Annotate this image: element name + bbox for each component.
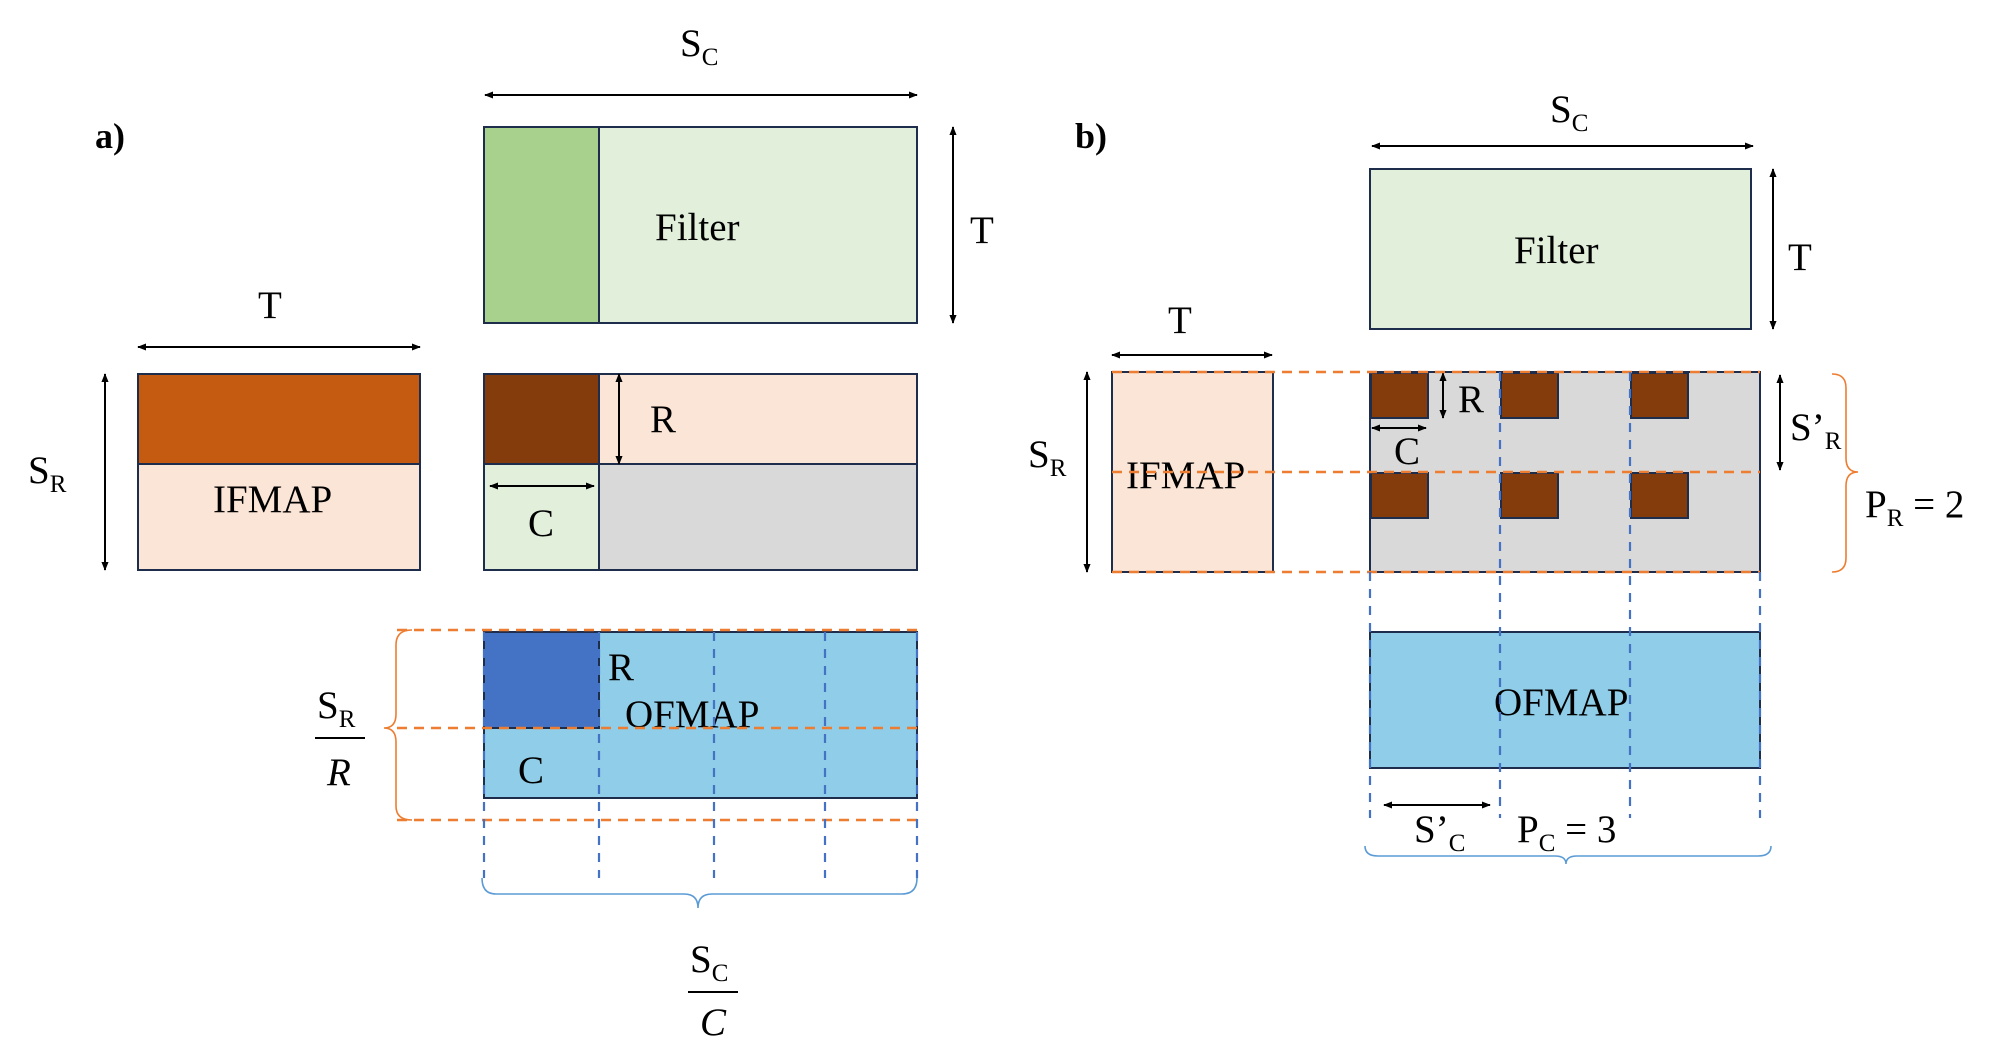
col-frac-numerator: SC xyxy=(690,938,728,987)
array-tile xyxy=(1500,472,1559,519)
row-partition-brace xyxy=(1831,373,1859,573)
row-frac-denominator: R xyxy=(326,751,351,794)
col-partition-brace xyxy=(1364,845,1772,865)
array-active-tile xyxy=(483,373,600,465)
ifmap-label: IFMAP xyxy=(213,478,332,521)
row-frac-numerator: SR xyxy=(317,684,356,733)
sr-prime-label: S’R xyxy=(1790,406,1842,455)
filter-height-label: T xyxy=(970,209,994,252)
sc-prime-label: S’C xyxy=(1414,808,1465,857)
row-count-brace xyxy=(383,629,413,821)
ifmap-active-rows xyxy=(137,373,421,465)
filter-block xyxy=(1369,168,1752,330)
filter-width-label: SC xyxy=(680,22,718,71)
array-tile xyxy=(1630,372,1689,419)
pc-label: PC = 3 xyxy=(1517,808,1616,857)
pr-label: PR = 2 xyxy=(1865,483,1964,532)
panel-a-label: a) xyxy=(95,116,125,156)
array-filter-cols xyxy=(483,463,600,571)
array-tile xyxy=(1370,472,1429,519)
array-tile xyxy=(1370,372,1429,419)
ofmap-c-label: C xyxy=(518,749,544,792)
ifmap-width-label: T xyxy=(258,284,282,327)
panel-b: b) SC Filter T T IFMAP SR R C S’R xyxy=(1028,88,1964,865)
filter-width-label: SC xyxy=(1550,88,1588,137)
tile-cols-label: C xyxy=(528,502,554,545)
ofmap-block xyxy=(1369,631,1761,769)
ofmap-active-tile xyxy=(483,631,600,729)
tile-rows-label: R xyxy=(1458,378,1484,421)
ofmap-label: OFMAP xyxy=(1494,681,1628,724)
filter-active-slice xyxy=(483,126,600,324)
col-count-brace xyxy=(481,877,918,909)
array-tile xyxy=(1630,472,1689,519)
array-tile xyxy=(1500,372,1559,419)
ifmap-height-label: SR xyxy=(1028,433,1067,482)
ifmap-label: IFMAP xyxy=(1126,454,1245,497)
tile-cols-label: C xyxy=(1394,430,1420,473)
col-frac-denominator: C xyxy=(700,1001,727,1044)
ifmap-width-label: T xyxy=(1168,299,1192,342)
ofmap-label: OFMAP xyxy=(625,693,759,736)
panel-b-label: b) xyxy=(1075,116,1107,156)
ofmap-r-label: R xyxy=(608,646,634,689)
panel-a: a) SC Filter T T IFMAP SR R C R OFMAP C xyxy=(28,22,994,1044)
filter-label: Filter xyxy=(1514,229,1599,272)
ifmap-height-label: SR xyxy=(28,449,67,498)
tile-rows-label: R xyxy=(650,398,676,441)
filter-label: Filter xyxy=(655,206,740,249)
filter-height-label: T xyxy=(1788,236,1812,279)
